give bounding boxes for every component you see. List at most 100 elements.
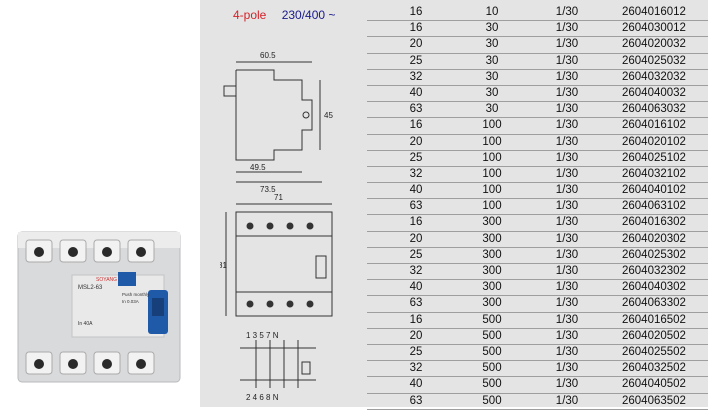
sensitivity-cell: 100 [482, 200, 502, 213]
rated-current-cell: 32 [409, 265, 423, 277]
sensitivity-cell: 10 [485, 6, 499, 18]
part-number-cell: 2604016502 [622, 313, 686, 326]
ratio-cell: 1/30 [555, 184, 579, 197]
sensitivity-cell: 300 [482, 248, 502, 261]
part-number-cell: 2604063302 [622, 297, 686, 310]
ratio-cell: 1/30 [555, 151, 579, 164]
part-number-cell: 2604030012 [622, 22, 686, 35]
part-number-cell: 2604025102 [622, 151, 686, 164]
ratio-cell: 1/30 [555, 119, 579, 132]
device-sensitivity-label: In 0.03A [122, 299, 139, 304]
ratio-cell: 1/30 [555, 329, 579, 342]
wiring-top-terminals: 1 3 5 7 N [246, 331, 279, 340]
sensitivity-cell: 30 [485, 103, 499, 116]
part-number-cell: 2604032502 [622, 362, 686, 375]
voltage-label: 230/400 ~ [282, 8, 336, 22]
ratio-cell: 1/30 [555, 135, 579, 148]
ratio-cell: 1/30 [555, 216, 579, 229]
part-number-cell: 2604032102 [622, 167, 686, 180]
ratio-cell: 1/30 [555, 362, 579, 375]
ratio-cell: 1/30 [555, 378, 579, 391]
dim-side-height: 45 [324, 111, 333, 120]
dim-inner-width: 49.5 [250, 163, 266, 172]
sensitivity-cell: 100 [482, 119, 502, 132]
device-push-label: Push monthly [122, 292, 150, 297]
ratio-cell: 1/30 [555, 54, 579, 67]
part-number-cell: 2604025502 [622, 345, 686, 358]
part-number-cell: 2604020502 [622, 329, 686, 342]
spec-title: 4-pole 230/400 ~ [233, 8, 335, 22]
rated-current-cell: 40 [409, 184, 423, 197]
device-brand-label: SOYANG [96, 277, 117, 283]
rated-current-cell: 20 [409, 329, 423, 342]
ratio-cell: 1/30 [555, 22, 579, 35]
ratio-cell: 1/30 [555, 394, 579, 407]
rated-current-cell: 16 [409, 6, 423, 18]
sensitivity-cell: 30 [485, 22, 499, 35]
ratio-cell: 1/30 [555, 345, 579, 358]
rated-current-cell: 63 [409, 297, 423, 310]
rated-current-cell: 32 [409, 167, 423, 180]
dim-front-height: 81 [220, 261, 227, 270]
part-number-cell: 2604032302 [622, 265, 686, 277]
rated-current-cell: 16 [409, 22, 423, 35]
device-rating-label: In 40A [78, 321, 93, 327]
rated-current-cell: 16 [409, 313, 423, 326]
sensitivity-cell: 500 [482, 345, 502, 358]
table-row: 25 500 1/30 2604025502 [367, 345, 708, 362]
dim-outer-width: 73.5 [260, 185, 276, 194]
part-number-cell: 2604020102 [622, 135, 686, 148]
part-number-cell: 2604040032 [622, 86, 686, 99]
sensitivity-cell: 300 [482, 265, 502, 277]
rated-current-cell: 40 [409, 378, 423, 391]
rated-current-cell: 63 [409, 200, 423, 213]
sensitivity-cell: 100 [482, 151, 502, 164]
sensitivity-cell: 30 [485, 54, 499, 67]
rated-current-cell: 25 [409, 345, 423, 358]
voltage-value: 230/400 [281, 8, 326, 22]
table-row: 16 300 1/30 2604016302 [367, 215, 708, 232]
rated-current-cell: 25 [409, 151, 423, 164]
rated-current-cell: 20 [409, 232, 423, 245]
sensitivity-cell: 30 [485, 70, 499, 83]
sensitivity-cell: 30 [485, 38, 499, 51]
part-number-cell: 2604063102 [622, 200, 686, 213]
part-number-cell: 2604016302 [622, 216, 686, 229]
rated-current-cell: 25 [409, 248, 423, 261]
part-number-cell: 2604063502 [622, 394, 686, 407]
rccb-device-illustration: MSL2-63 SOYANG Push monthly In 0.03A In … [17, 231, 181, 383]
table-row: 25 100 1/30 2604025102 [367, 151, 708, 167]
part-number-cell: 2604040302 [622, 281, 686, 294]
rated-current-cell: 40 [409, 281, 423, 294]
table-row: 16 30 1/30 2604030012 [367, 21, 708, 38]
rated-current-cell: 20 [409, 135, 423, 148]
product-photo: MSL2-63 SOYANG Push monthly In 0.03A In … [0, 0, 200, 407]
sensitivity-cell: 500 [482, 394, 502, 407]
sensitivity-cell: 300 [482, 216, 502, 229]
rated-current-cell: 16 [409, 216, 423, 229]
device-model-label: MSL2-63 [78, 285, 103, 291]
part-number-cell: 2604032032 [622, 70, 686, 83]
ratio-cell: 1/30 [555, 281, 579, 294]
rated-current-cell: 63 [409, 103, 423, 116]
sensitivity-cell: 500 [482, 329, 502, 342]
rated-current-cell: 40 [409, 86, 423, 99]
rated-current-cell: 32 [409, 70, 423, 83]
ratio-cell: 1/30 [555, 167, 579, 180]
ratio-cell: 1/30 [555, 38, 579, 51]
rated-current-cell: 32 [409, 362, 423, 375]
part-number-cell: 2604040102 [622, 184, 686, 197]
